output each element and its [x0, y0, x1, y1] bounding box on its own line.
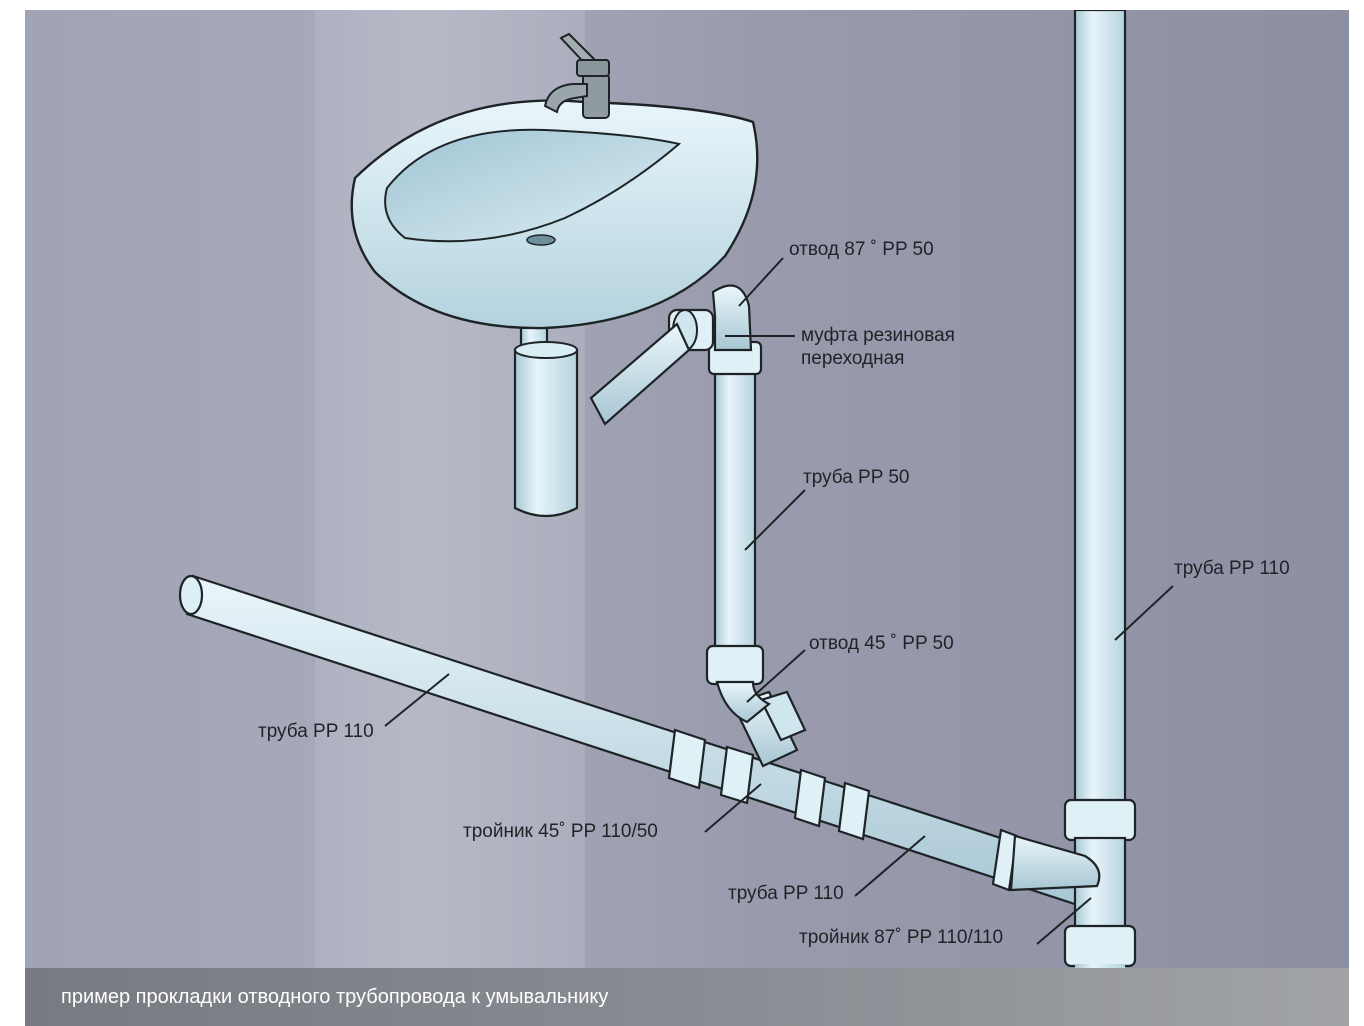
caption-text: пример прокладки отводного трубопровода … — [61, 986, 608, 1009]
label-tee-87: тройник 87˚ PP 110/110 — [799, 926, 1003, 949]
label-pipe-50: труба PP 50 — [803, 466, 909, 489]
vertical-riser-110 — [1065, 10, 1135, 968]
label-rubber-coupling-line2: переходная — [801, 347, 904, 370]
label-elbow-87: отвод 87 ˚ PP 50 — [789, 238, 934, 261]
sink-drainage-illustration — [25, 10, 1349, 968]
label-rubber-coupling-line1: муфта резиновая — [801, 324, 955, 347]
label-pipe-110-left: труба PP 110 — [258, 720, 374, 743]
wall-corner-shading — [25, 10, 315, 968]
label-pipe-110-right: труба PP 110 — [1174, 557, 1290, 580]
label-elbow-45: отвод 45 ˚ PP 50 — [809, 632, 954, 655]
caption-bar: пример прокладки отводного трубопровода … — [25, 968, 1349, 1026]
label-tee-45: тройник 45˚ PP 110/50 — [463, 820, 658, 843]
label-pipe-110-bottom: труба PP 110 — [728, 882, 844, 905]
